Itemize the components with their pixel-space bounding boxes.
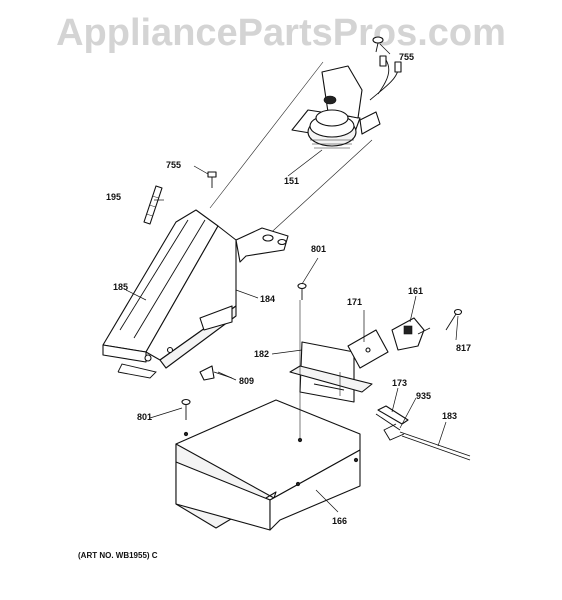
callout-182: 182: [254, 349, 270, 359]
part-171-bracket: [347, 329, 389, 369]
art-number: (ART NO. WB1955) C: [78, 551, 158, 560]
part-755-top-screw: [372, 36, 384, 53]
callout-809: 809: [239, 376, 255, 386]
part-166-tray: [175, 300, 361, 531]
watermark: AppliancePartsPros.com: [56, 12, 506, 54]
part-182-plate: [289, 341, 373, 403]
part-809-screw: [199, 365, 233, 381]
guide-line-motor-left: [209, 61, 324, 209]
part-817-screw: [445, 308, 463, 331]
callout-195: 195: [106, 192, 122, 202]
leader-lines: [125, 43, 459, 513]
callout-755-top: 755: [399, 52, 415, 62]
callout-801-top: 801: [311, 244, 327, 254]
callout-935: 935: [416, 391, 432, 401]
part-185-184-bracket: [102, 209, 289, 379]
callout-183: 183: [442, 411, 458, 421]
part-151-motor: [291, 55, 402, 149]
callout-185: 185: [113, 282, 129, 292]
part-173-935-183: [375, 405, 471, 461]
part-755-left-screw: [207, 171, 217, 188]
callout-151: 151: [284, 176, 300, 186]
callout-161: 161: [408, 286, 424, 296]
callout-801-left: 801: [137, 412, 153, 422]
part-161-switch: [391, 317, 431, 351]
callout-171: 171: [347, 297, 363, 307]
callout-166: 166: [332, 516, 348, 526]
callout-755-left: 755: [166, 160, 182, 170]
callout-184: 184: [260, 294, 276, 304]
part-801-top-screw: [297, 282, 307, 300]
part-195-rod: [143, 185, 163, 225]
part-801-left-screw: [181, 398, 191, 420]
callout-817: 817: [456, 343, 472, 353]
callout-173: 173: [392, 378, 408, 388]
